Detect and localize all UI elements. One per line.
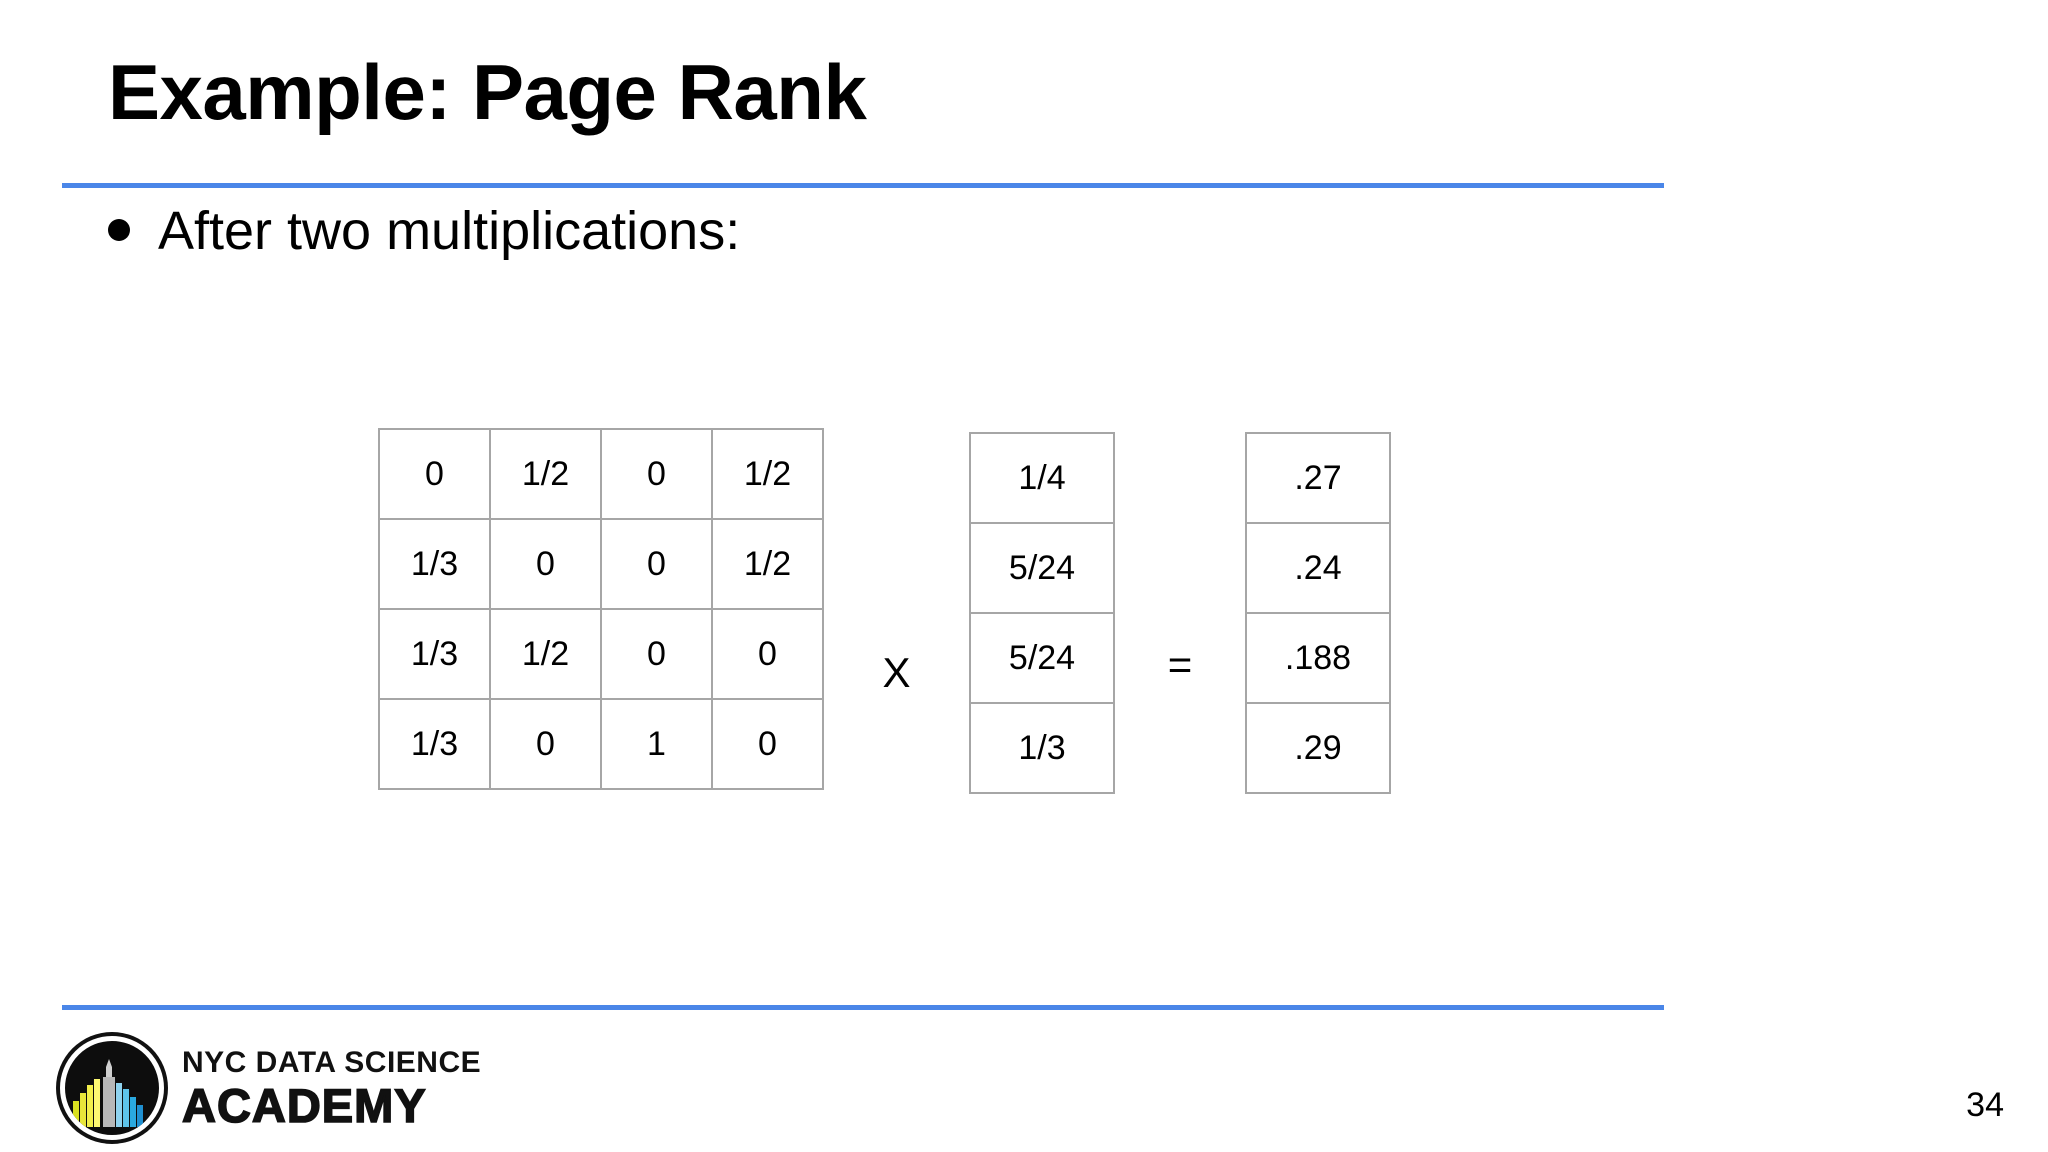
matrix-equation: 0 1/2 0 1/2 1/3 0 0 1/2 1/3 1/2 0 0 — [378, 424, 1391, 794]
matrix-cell: 1/2 — [711, 518, 824, 610]
matrix-cell: 0 — [489, 518, 602, 610]
matrix-cell: 0 — [378, 428, 491, 520]
skyline-badge-icon — [60, 1036, 164, 1140]
matrix-cell: 1/2 — [489, 608, 602, 700]
matrix-cell: 1/3 — [378, 608, 491, 700]
bullet-dot-icon — [108, 219, 130, 241]
matrix-cell: 1/3 — [378, 698, 491, 790]
table-row: 1/3 0 0 1/2 — [378, 518, 824, 610]
title-divider — [62, 183, 1664, 188]
matrix-cell: 0 — [489, 698, 602, 790]
result-vector: .27 .24 .188 .29 — [1245, 432, 1391, 794]
equals-operator: = — [1167, 641, 1193, 688]
vector-cell: .24 — [1245, 522, 1391, 614]
table-row: 5/24 — [969, 522, 1115, 614]
matrix-cell: 0 — [600, 428, 713, 520]
input-vector: 1/4 5/24 5/24 1/3 — [969, 432, 1115, 794]
matrix-cell: 1/2 — [711, 428, 824, 520]
transition-matrix: 0 1/2 0 1/2 1/3 0 0 1/2 1/3 1/2 0 0 — [378, 428, 824, 790]
matrix-cell: 1/3 — [378, 518, 491, 610]
table-row: 0 1/2 0 1/2 — [378, 428, 824, 520]
vector-cell: 1/3 — [969, 702, 1115, 794]
footer-divider — [62, 1005, 1664, 1010]
vector-cell: 5/24 — [969, 522, 1115, 614]
table-row: .188 — [1245, 612, 1391, 704]
brand-wordmark: NYC DATA SCIENCE ACADEMY — [181, 1045, 482, 1132]
table-row: 1/3 — [969, 702, 1115, 794]
multiplication-operator: X — [882, 649, 911, 696]
table-row: .29 — [1245, 702, 1391, 794]
vector-cell: .188 — [1245, 612, 1391, 704]
brand-line-2: ACADEMY — [181, 1078, 427, 1132]
brand-line-1: NYC DATA SCIENCE — [182, 1045, 482, 1079]
vector-cell: 5/24 — [969, 612, 1115, 704]
bullet-item-label: After two multiplications: — [158, 201, 741, 261]
matrix-cell: 0 — [711, 608, 824, 700]
bullet-item: After two multiplications: — [108, 200, 740, 262]
page-number: 34 — [1966, 1086, 2004, 1124]
table-row: 5/24 — [969, 612, 1115, 704]
skyline-graphic-icon — [73, 1059, 143, 1127]
matrix-cell: 0 — [711, 698, 824, 790]
matrix-cell: 0 — [600, 518, 713, 610]
table-row: 1/3 0 1 0 — [378, 698, 824, 790]
matrix-cell: 1/2 — [489, 428, 602, 520]
matrix-cell: 1 — [600, 698, 713, 790]
matrix-cell: 0 — [600, 608, 713, 700]
table-row: 1/3 1/2 0 0 — [378, 608, 824, 700]
vector-cell: 1/4 — [969, 432, 1115, 524]
vector-cell: .27 — [1245, 432, 1391, 524]
page-title: Example: Page Rank — [108, 48, 867, 136]
table-row: 1/4 — [969, 432, 1115, 524]
brand-logo: NYC DATA SCIENCE ACADEMY — [60, 1036, 481, 1140]
table-row: .27 — [1245, 432, 1391, 524]
table-row: .24 — [1245, 522, 1391, 614]
vector-cell: .29 — [1245, 702, 1391, 794]
